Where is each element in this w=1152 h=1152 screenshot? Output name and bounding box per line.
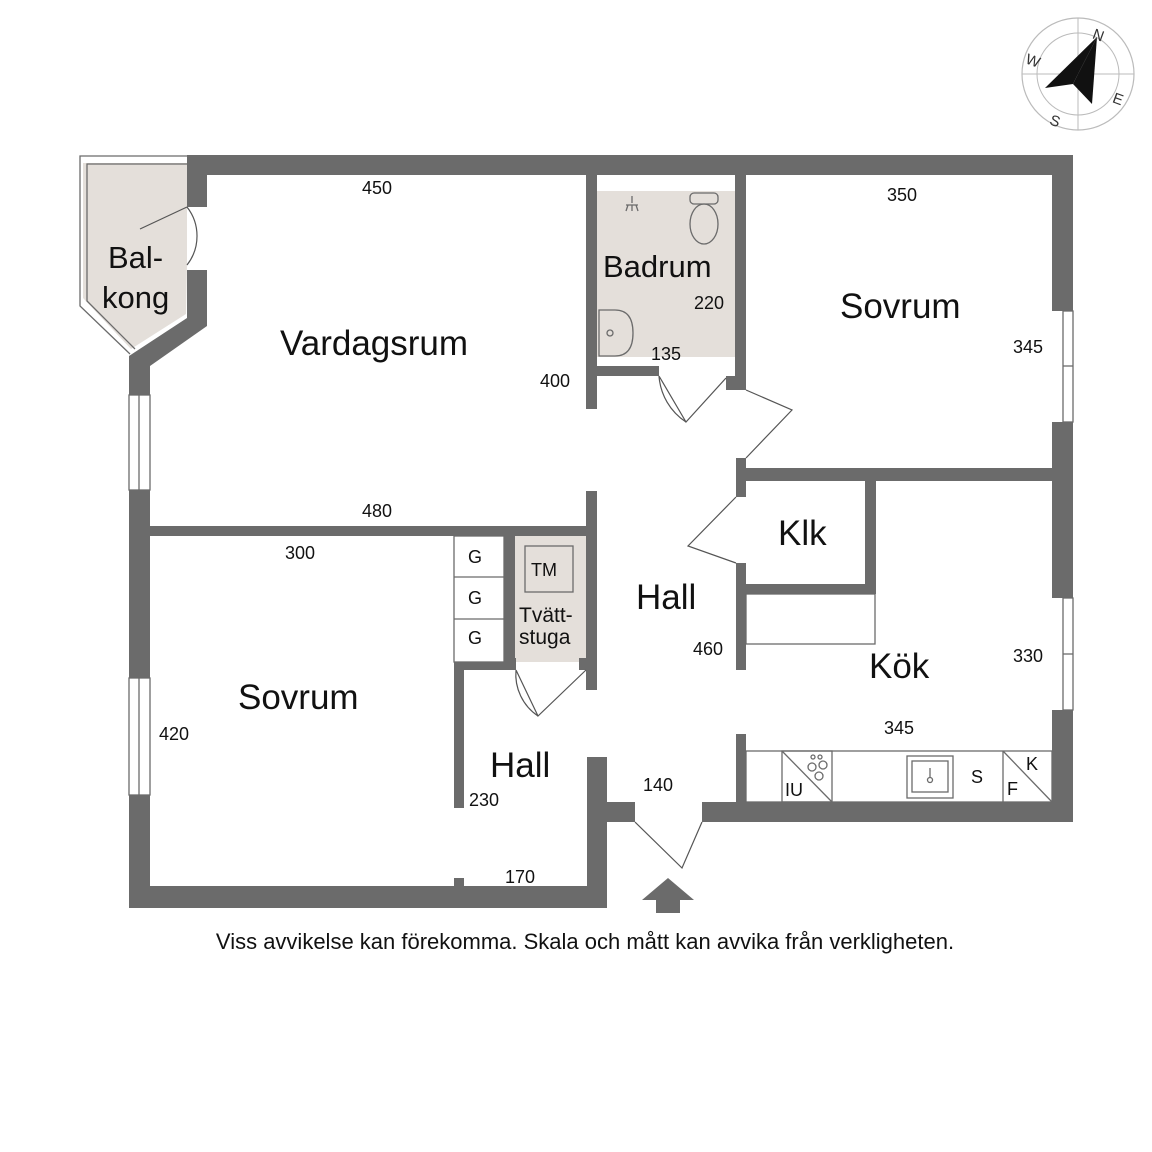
wall-klk-left-top <box>736 481 746 497</box>
dim-sovrum-ne-width: 350 <box>887 185 917 205</box>
label-badrum: Badrum <box>603 249 712 284</box>
wall-badrum-bottom-r <box>726 376 746 390</box>
door-balkong <box>139 206 198 266</box>
label-sovrum-sw: Sovrum <box>238 678 359 717</box>
wardrobes <box>453 535 505 663</box>
wall-entry-left <box>587 802 635 822</box>
entrance-arrow-icon <box>642 878 694 913</box>
wall-right-low <box>1052 710 1073 822</box>
tvattstuga-floor <box>515 536 586 662</box>
room-labels: Bal- kong Vardagsrum Badrum Sovrum Klk H… <box>102 240 961 785</box>
wall-hall-small-right <box>587 757 607 908</box>
sink-fixture <box>906 755 954 799</box>
door-klk <box>686 496 737 564</box>
balkong-floor <box>83 163 187 349</box>
wall-tvatt-left <box>504 536 515 662</box>
toilet-tank <box>689 192 719 205</box>
door-badrum <box>658 375 727 424</box>
dim-vardagsrum-bottom: 480 <box>362 501 392 521</box>
wardrobe-1-label: G <box>468 547 482 567</box>
door-tvatt <box>515 669 587 718</box>
dim-vardagsrum-width: 450 <box>362 178 392 198</box>
wall-badrum-left <box>586 175 597 409</box>
wall-right-top <box>1052 155 1073 311</box>
wall-bottom-left <box>129 886 607 908</box>
wall-entry-right <box>702 802 1073 822</box>
wall-balcony-edge <box>129 270 207 395</box>
wall-hall-divider <box>586 491 597 690</box>
wardrobe-2-label: G <box>468 588 482 608</box>
wall-hall-small-left <box>454 670 464 808</box>
wall-right-mid <box>1052 422 1073 598</box>
wall-left-low <box>129 795 150 908</box>
dim-entry-width: 140 <box>643 775 673 795</box>
freezer-label: F <box>1007 779 1018 799</box>
label-klk: Klk <box>778 514 827 553</box>
dimension-labels: 450 400 480 220 135 350 345 300 420 460 … <box>159 178 1043 887</box>
dim-sovrum-sw-depth: 420 <box>159 724 189 744</box>
wall-vardagsrum-bottom <box>150 526 586 536</box>
wall-top-left-stub <box>187 155 207 207</box>
label-balkong-2: kong <box>102 280 169 315</box>
kitchen-counter <box>745 593 1053 803</box>
oven-label: IU <box>785 780 803 800</box>
washer-label: TM <box>531 560 557 580</box>
compass-rose-icon: N E S W <box>1021 17 1135 131</box>
door-entry <box>634 821 703 870</box>
compass-s: S <box>1047 112 1062 131</box>
doors <box>139 206 794 870</box>
wall-badrum-bottom-l <box>597 366 659 376</box>
label-vardagsrum: Vardagsrum <box>280 324 468 363</box>
wall-top <box>187 155 1073 175</box>
wall-bottom-notch <box>454 878 464 888</box>
dim-kok-depth: 330 <box>1013 646 1043 666</box>
disclaimer-text: Viss avvikelse kan förekomma. Skala och … <box>215 929 955 954</box>
wall-kitchen-left <box>736 734 746 822</box>
dim-hall-small-depth: 230 <box>469 790 499 810</box>
balkong-outline <box>79 155 187 355</box>
fixture-labels: G G G TM IU S K F <box>468 547 1038 800</box>
compass-w: W <box>1023 51 1043 72</box>
wall-badrum-right <box>735 175 746 390</box>
badrum-floor <box>597 191 736 357</box>
wall-sovrum-ne-bottom <box>736 458 746 468</box>
label-tvattstuga-1: Tvätt- <box>519 604 573 627</box>
wall-klk-left-low <box>736 563 746 670</box>
dim-sovrum-ne-depth: 345 <box>1013 337 1043 357</box>
dim-hall-depth: 460 <box>693 639 723 659</box>
badrum-fixtures <box>598 192 719 357</box>
wall-sovrum-ne-floor <box>736 468 1052 481</box>
oven <box>781 750 833 803</box>
fridge-label: K <box>1026 754 1038 774</box>
dim-kok-width: 345 <box>884 718 914 738</box>
label-balkong-1: Bal- <box>108 240 163 275</box>
wall-klk-bottom <box>746 584 865 594</box>
wall-klk-right <box>865 481 876 594</box>
dim-vardagsrum-depth: 400 <box>540 371 570 391</box>
shower-head <box>625 196 639 212</box>
dim-sovrum-sw-width: 300 <box>285 543 315 563</box>
dim-badrum-depth: 220 <box>694 293 724 313</box>
washbasin <box>598 309 634 357</box>
sink-label: S <box>971 767 983 787</box>
dim-hall-small-width: 170 <box>505 867 535 887</box>
wardrobe-3-label: G <box>468 628 482 648</box>
label-hall-main: Hall <box>636 578 696 617</box>
kitchen-island <box>745 593 876 645</box>
label-sovrum-ne: Sovrum <box>840 287 961 326</box>
door-sovrum-ne <box>745 389 794 459</box>
dim-badrum-width: 135 <box>651 344 681 364</box>
label-tvattstuga-2: stuga <box>519 626 571 649</box>
floor-fills <box>83 163 736 662</box>
wall-left-mid <box>129 490 150 678</box>
wall-tvatt-bottom-r <box>579 658 597 670</box>
label-kok: Kök <box>869 647 930 686</box>
walls <box>128 155 1074 908</box>
washing-machine <box>524 545 574 593</box>
label-hall-small: Hall <box>490 746 550 785</box>
wall-hall-small-top <box>454 662 516 670</box>
